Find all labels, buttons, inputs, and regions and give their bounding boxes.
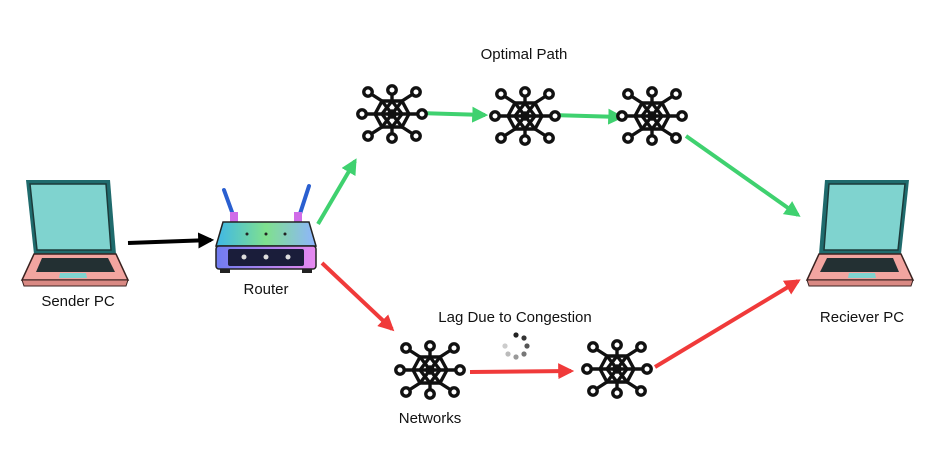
- optimal-node-2-icon: [489, 86, 561, 146]
- wifi-router-icon: [215, 184, 317, 273]
- networks-label: Networks: [398, 410, 462, 427]
- congested-path-arrows: [320, 261, 801, 380]
- congested-node-1-icon: [394, 340, 466, 400]
- router-label: Router: [243, 281, 289, 298]
- receiver-laptop-icon: [806, 179, 914, 287]
- optimal-path-arrows: [316, 106, 801, 226]
- optimal-path-label: Optimal Path: [480, 46, 568, 63]
- black-link-arrow: [127, 232, 215, 249]
- loading-spinner-icon: [502, 332, 530, 360]
- optimal-node-1-icon: [356, 84, 428, 144]
- sender-pc-label: Sender PC: [41, 293, 115, 310]
- lag-label: Lag Due to Congestion: [438, 309, 592, 326]
- sender-laptop-icon: [21, 179, 129, 287]
- congested-node-2-icon: [581, 339, 653, 399]
- optimal-node-3-icon: [616, 86, 688, 146]
- receiver-pc-label: Reciever PC: [819, 309, 905, 326]
